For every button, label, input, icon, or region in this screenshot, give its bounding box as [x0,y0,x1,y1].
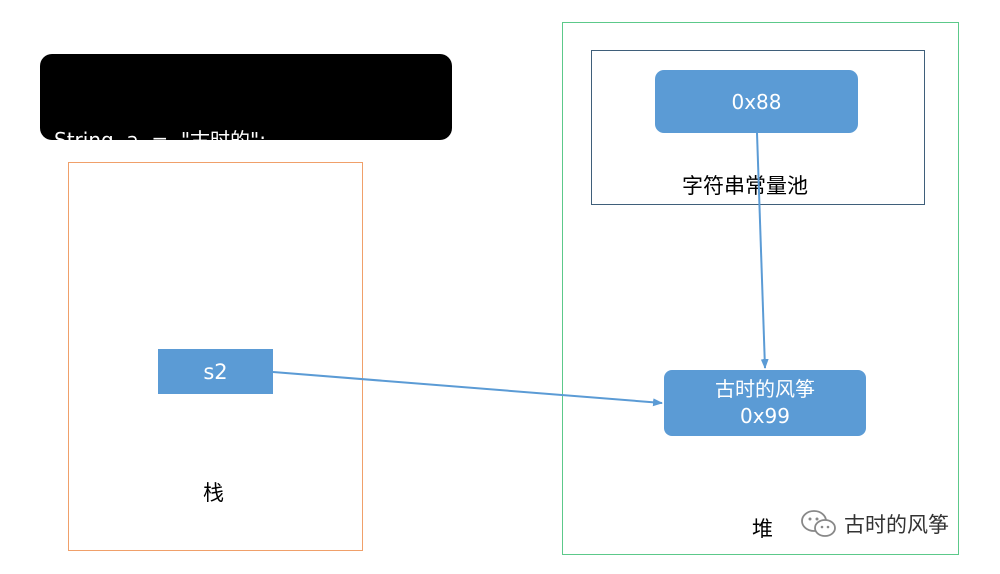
pool-address-text: 0x88 [731,89,782,114]
stack-variable-name: s2 [203,359,228,384]
code-line-1: String a = "古时的"; [54,128,266,152]
heap-string-object: 古时的风筝 0x99 [664,370,866,436]
string-constant-pool [591,50,925,205]
arrow-pool-to-object [756,132,769,369]
heap-object-value: 古时的风筝 [715,377,815,401]
stack-variable-s2: s2 [158,349,273,394]
code-line-2: String s2 = new String(a + "风筝"); [54,215,422,239]
heap-object-address: 0x99 [739,404,790,428]
stack-label: 栈 [203,481,224,505]
stack-region [68,162,363,551]
heap-region [562,22,959,555]
watermark: 古时的风筝 [800,509,949,539]
wechat-icon [801,510,836,537]
pool-address-block: 0x88 [655,70,858,133]
watermark-text: 古时的风筝 [844,513,949,537]
arrow-s2-to-object [272,371,663,407]
pool-label: 字符串常量池 [682,174,808,198]
code-snippet: String a = "古时的"; String s2 = new String… [40,54,452,239]
heap-label: 堆 [752,517,773,541]
